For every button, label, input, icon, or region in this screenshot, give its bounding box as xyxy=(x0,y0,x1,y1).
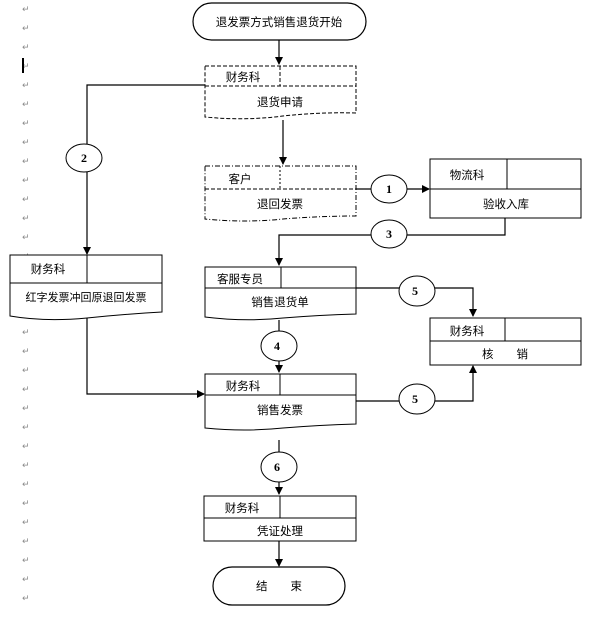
paragraph-mark: ↵ xyxy=(22,81,30,91)
paragraph-mark: ↵ xyxy=(22,461,30,471)
connector-badge-6: 6 xyxy=(260,451,298,483)
node-service: 客服专员 销售退货单 xyxy=(204,266,357,321)
node-voucher: 财务科 凭证处理 xyxy=(203,495,357,542)
paragraph-mark: ↵ xyxy=(22,366,30,376)
paragraph-mark: ↵ xyxy=(22,233,30,243)
svg-text:3: 3 xyxy=(386,227,392,241)
paragraph-mark: ↵ xyxy=(22,119,30,129)
dept-label: 物流科 xyxy=(450,168,485,182)
paragraph-mark: ↵ xyxy=(22,62,30,72)
edge-invoice-writeoff xyxy=(356,365,477,402)
node-customer: 客户 退回发票 xyxy=(204,165,357,222)
paragraph-mark: ↵ xyxy=(22,138,30,148)
svg-text:4: 4 xyxy=(274,339,280,353)
svg-text:6: 6 xyxy=(274,460,280,474)
dept-label: 财务科 xyxy=(225,501,260,515)
dept-label: 客户 xyxy=(229,172,252,186)
paragraph-mark: ↵ xyxy=(22,480,30,490)
paragraph-mark: ↵ xyxy=(22,385,30,395)
paragraph-mark: ↵ xyxy=(22,347,30,357)
node-red-invoice: 财务科 红字发票冲回原退回发票 xyxy=(9,254,163,321)
paragraph-mark: ↵ xyxy=(22,556,30,566)
paragraph-mark: ↵ xyxy=(22,423,30,433)
connector-badge-4: 4 xyxy=(260,330,298,362)
svg-text:2: 2 xyxy=(81,151,87,165)
start-label: 退发票方式销售退货开始 xyxy=(216,15,343,29)
paragraph-mark: ↵ xyxy=(22,537,30,547)
paragraph-mark: ↵ xyxy=(22,24,30,34)
connector-badge-1: 1 xyxy=(370,174,408,204)
edge-service-writeoff xyxy=(356,287,477,317)
dept-label: 客服专员 xyxy=(217,272,263,286)
text-cursor xyxy=(22,58,24,73)
node-writeoff: 财务科 核 销 xyxy=(429,317,582,366)
action-label: 退货申请 xyxy=(257,95,303,109)
svg-text:1: 1 xyxy=(386,182,392,196)
node-apply: 财务科 退货申请 xyxy=(204,65,357,120)
connector-badge-5a: 5 xyxy=(398,275,436,307)
paragraph-mark: ↵ xyxy=(22,214,30,224)
paragraph-mark: ↵ xyxy=(22,5,30,15)
action-label: 核 销 xyxy=(482,347,528,361)
action-label: 验收入库 xyxy=(483,197,529,211)
dept-label: 财务科 xyxy=(226,70,261,84)
connector-badge-3: 3 xyxy=(370,219,408,249)
paragraph-mark: ↵ xyxy=(22,404,30,414)
connector-badge-2: 2 xyxy=(65,143,103,173)
end-label: 结 束 xyxy=(256,579,302,593)
start-terminator: 退发票方式销售退货开始 xyxy=(192,2,367,41)
dept-label: 财务科 xyxy=(31,262,66,276)
svg-text:5: 5 xyxy=(412,284,418,298)
edge-apply-redinvoice xyxy=(83,84,205,255)
paragraph-mark: ↵ xyxy=(22,157,30,167)
paragraph-mark: ↵ xyxy=(22,195,30,205)
edge-redinvoice-invoice xyxy=(86,318,205,398)
action-label: 红字发票冲回原退回发票 xyxy=(26,290,147,304)
dept-label: 财务科 xyxy=(450,324,485,338)
svg-text:5: 5 xyxy=(412,392,418,406)
end-terminator: 结 束 xyxy=(212,566,346,606)
paragraph-mark: ↵ xyxy=(22,176,30,186)
paragraph-mark: ↵ xyxy=(22,499,30,509)
paragraph-mark: ↵ xyxy=(22,442,30,452)
connector-badge-5b: 5 xyxy=(398,383,436,415)
node-invoice: 财务科 销售发票 xyxy=(204,373,357,431)
action-label: 凭证处理 xyxy=(257,524,303,538)
paragraph-mark: ↵ xyxy=(22,100,30,110)
paragraph-mark: ↵ xyxy=(22,575,30,585)
paragraph-mark: ↵ xyxy=(22,518,30,528)
action-label: 退回发票 xyxy=(257,197,303,211)
paragraph-mark: ↵ xyxy=(22,43,30,53)
action-label: 销售退货单 xyxy=(251,295,309,309)
action-label: 销售发票 xyxy=(257,403,303,417)
paragraph-mark: ↵ xyxy=(22,594,30,604)
paragraph-mark: ↵ xyxy=(22,328,30,338)
dept-label: 财务科 xyxy=(226,379,261,393)
node-logistics: 物流科 验收入库 xyxy=(429,158,582,219)
